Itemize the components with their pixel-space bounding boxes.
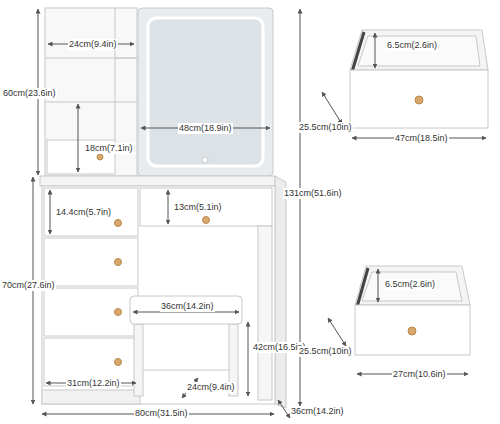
dimension-label: 25.5cm(10in) [298,346,353,357]
dimension-label: 18cm(7.1in) [84,143,134,154]
dimension-label: 27cm(10.6in) [392,369,447,380]
dimension-label: 24cm(9.4in) [68,39,118,50]
dimension-lines [33,9,486,418]
stool [130,296,242,396]
drawer-large [350,30,488,128]
dimension-label: 70cm(27.6in) [1,280,56,291]
dimension-label: 6.5cm(2.6in) [384,279,436,290]
dimension-label: 14.4cm(5.7in) [55,207,112,218]
dimension-label: 31cm(12.2in) [66,378,121,389]
dimension-label: 36cm(14.2in) [160,301,215,312]
dimension-label: 131cm(51.6in) [283,188,343,199]
dimension-label: 13cm(5.1in) [173,202,223,213]
dimension-label: 80cm(31.5in) [134,408,189,419]
dimension-label: 60cm(23.6in) [2,88,57,99]
dimension-label: 48cm(18.9in) [178,123,233,134]
dimension-label: 6.5cm(2.6in) [386,40,438,51]
dimension-label: 25.5cm(10in) [298,122,353,133]
dimension-label: 24cm(9.4in) [186,382,236,393]
vanity-table [40,8,286,408]
drawer-small [355,266,470,355]
dimension-label: 47cm(18.5in) [394,133,449,144]
dimension-label: 36cm(14.2in) [290,406,345,417]
